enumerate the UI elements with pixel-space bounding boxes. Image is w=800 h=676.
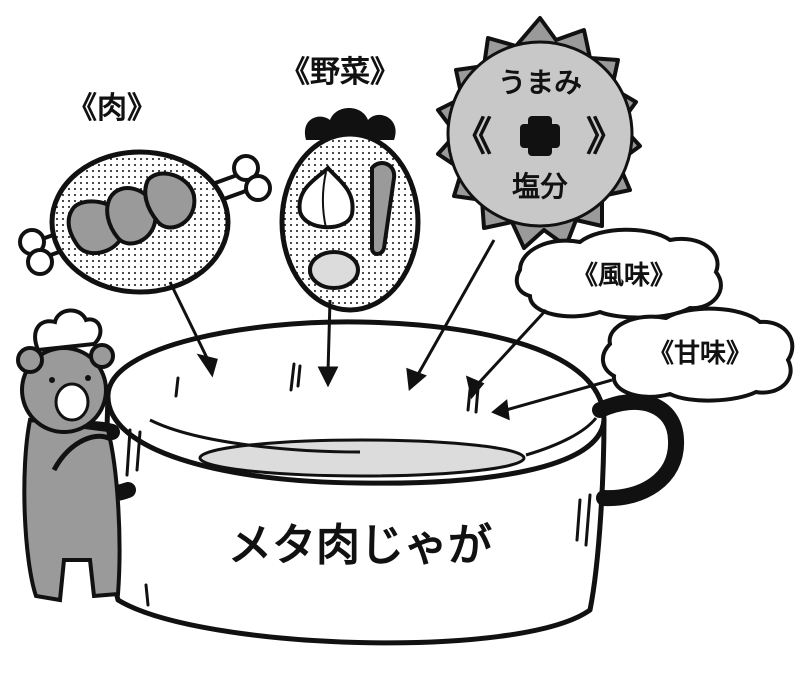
pot-handle-right xyxy=(592,394,684,507)
vegetables-label: 《野菜》 xyxy=(280,55,400,90)
plus-icon xyxy=(520,116,560,156)
arrows xyxy=(168,239,613,421)
flavor-label: 《風味》 xyxy=(572,261,676,291)
sweetness-label: 《甘味》 xyxy=(648,339,752,369)
meat-label: 《肉》 xyxy=(67,91,157,126)
vegetables-bubble: 《野菜》 xyxy=(279,55,421,313)
sweetness-cloud: 《甘味》 xyxy=(601,306,795,403)
umami-salt-burst: うまみ 《 》 塩分 xyxy=(436,16,642,250)
meat-bubble: 《肉》 xyxy=(18,91,272,295)
carrot-icon xyxy=(370,161,397,256)
arrow-vegetables xyxy=(326,299,332,373)
burst-brackets-right: 》 xyxy=(586,114,626,160)
flavor-cloud: 《風味》 xyxy=(514,227,723,320)
onion-icon xyxy=(297,165,355,230)
arrow-flavor xyxy=(474,308,548,388)
pot: メタ肉じゃが xyxy=(49,319,684,646)
pot-title: メタ肉じゃが xyxy=(228,520,492,571)
umami-label: うまみ xyxy=(498,66,582,99)
burst-brackets-left: 《 xyxy=(452,114,492,160)
bear-chef xyxy=(16,308,122,603)
arrow-umami-salt xyxy=(414,239,496,379)
chef-hat xyxy=(33,308,103,353)
potato-icon xyxy=(308,250,360,290)
pot-shine-lines xyxy=(125,362,592,607)
meat-pieces-icon xyxy=(66,171,197,256)
arrow-meat xyxy=(168,281,210,361)
arrow-sweetness xyxy=(505,378,613,412)
vegetable-leaves-icon xyxy=(304,108,396,140)
salt-label: 塩分 xyxy=(512,170,568,203)
